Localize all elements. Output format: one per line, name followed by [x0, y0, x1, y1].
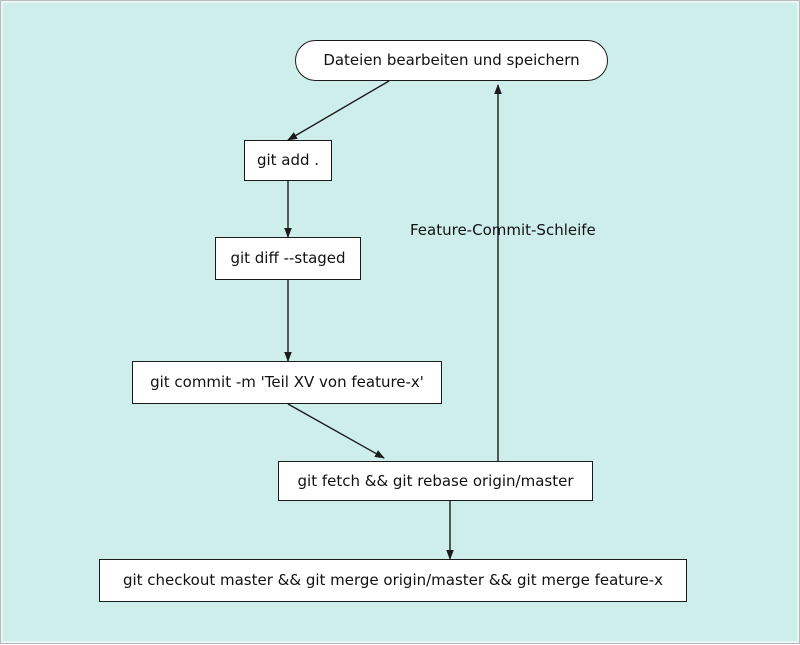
node-git-add: git add . [244, 140, 332, 181]
node-edit-files: Dateien bearbeiten und speichern [295, 40, 608, 81]
node-git-diff-staged: git diff --staged [215, 237, 361, 280]
node-git-fetch-rebase: git fetch && git rebase origin/master [278, 461, 593, 501]
edge-label-feature-commit-loop: Feature-Commit-Schleife [410, 221, 596, 239]
edge-edit-to-add [287, 80, 390, 141]
node-git-checkout-merge: git checkout master && git merge origin/… [99, 559, 687, 602]
node-git-commit: git commit -m 'Teil XV von feature-x' [132, 361, 442, 404]
edge-commit-to-rebase [287, 403, 385, 459]
